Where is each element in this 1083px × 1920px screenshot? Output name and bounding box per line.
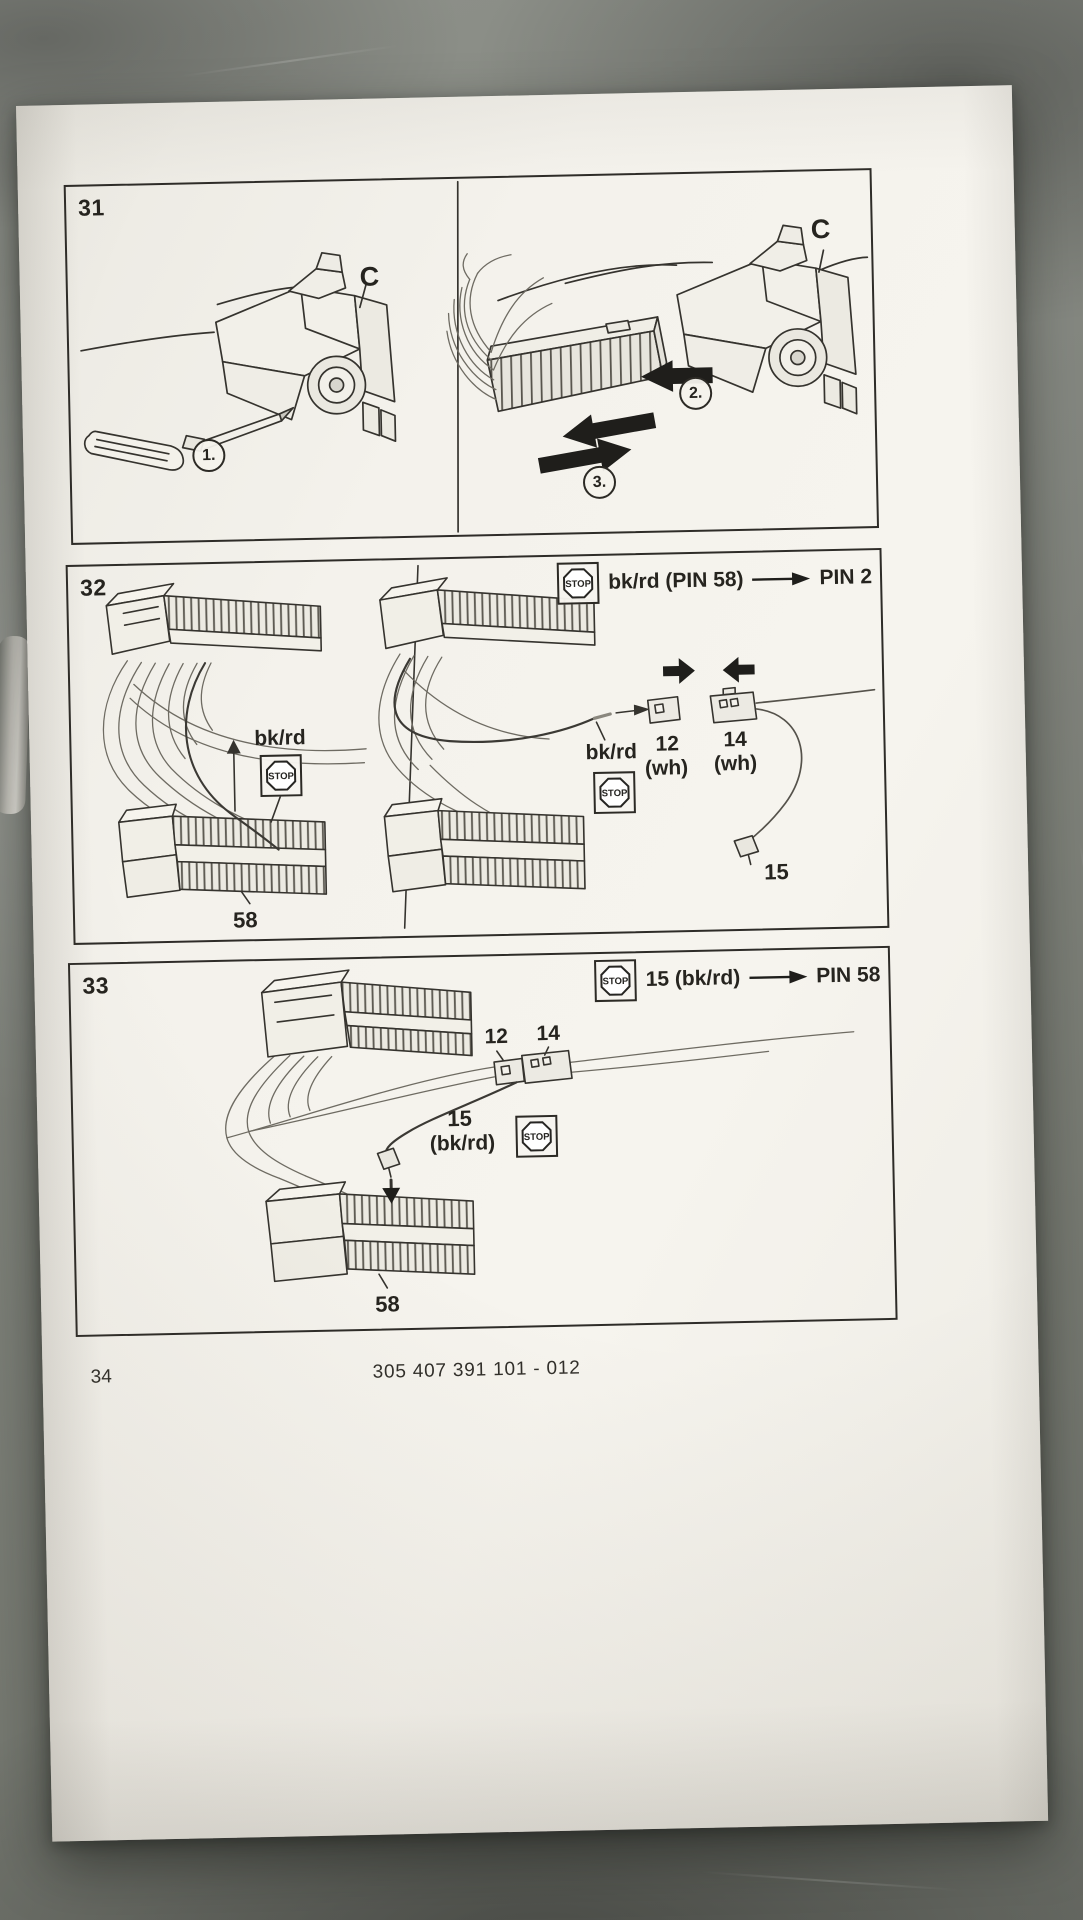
mate-arrow-right [662, 658, 695, 684]
figure-31-drawing [80, 180, 869, 533]
manual-page: 31 C C 1. 2. 3. [16, 85, 1049, 1842]
figure-31-panel: 31 C C 1. 2. 3. [63, 168, 880, 545]
figure-32-drawing [102, 564, 876, 929]
stop-text: STOP [268, 771, 295, 783]
figure-33-panel: 33 STOP 15 (bk/rd) PIN 58 12 14 15 (bk/r… [67, 945, 898, 1338]
stop-icon: STOP [593, 771, 636, 815]
connector-bottom-left [118, 803, 328, 899]
wire-to-edge [755, 688, 876, 704]
stop-octagon [265, 760, 297, 791]
label-c-leader-left [358, 282, 368, 309]
stop-icon: STOP [556, 561, 600, 605]
cable-lines-right [497, 256, 869, 302]
wire-15-label: 15 [447, 1105, 473, 1132]
pin-58-label: 58 [374, 1291, 400, 1317]
terminal-14-label: 14 [536, 1021, 561, 1046]
figure-number: 32 [79, 574, 107, 601]
relay-socket-housing-right [676, 224, 858, 415]
terminal-14 [709, 686, 758, 724]
arrow-right-icon [749, 970, 808, 984]
label-c-leader-right [818, 249, 825, 273]
wire-bkrd-left [184, 662, 280, 851]
label-14-leader [543, 1046, 550, 1056]
header-target-label: PIN 58 [815, 963, 881, 988]
insert-arrow [615, 704, 650, 716]
stop-icon: STOP [259, 754, 303, 798]
plug-wires [446, 253, 553, 401]
connector-bottom-right [383, 797, 586, 893]
connector-top [260, 969, 473, 1058]
connector-c-label-left: C [359, 261, 380, 292]
stop-text: STOP [602, 788, 629, 800]
label-12-leader [496, 1050, 504, 1061]
stop-octagon [563, 568, 594, 599]
wire-bundle [225, 1031, 855, 1217]
stop-octagon [521, 1121, 552, 1152]
push-pull-arrow-upper [562, 412, 657, 448]
terminal-15 [376, 1147, 401, 1178]
wire-tip [592, 712, 612, 720]
insert-down-arrow [382, 1178, 401, 1204]
figure-number: 31 [77, 194, 106, 221]
connector-pair-12-14 [493, 1049, 573, 1086]
push-pull-arrow-lower [537, 438, 632, 474]
connector-c-label-right: C [810, 213, 831, 245]
terminal-12-color: (wh) [644, 756, 689, 780]
pin58-label-leader [240, 891, 251, 905]
connector-top-left [105, 582, 323, 655]
figure-33-drawing [225, 969, 855, 1289]
stop-octagon [600, 965, 631, 996]
figure-33-header: STOP 15 (bk/rd) PIN 58 [594, 954, 881, 1003]
wire-color-label-left: bk/rd [254, 726, 306, 751]
pin58-label-leader [378, 1273, 389, 1289]
divider-line [456, 180, 459, 533]
header-target-label: PIN 2 [819, 565, 873, 590]
stop-text: STOP [603, 976, 630, 988]
header-wire-label: bk/rd (PIN 58) [607, 567, 744, 594]
header-wire-label: 15 (bk/rd) [645, 966, 741, 992]
wire-bkrd-right [393, 657, 596, 744]
screwdriver [83, 406, 295, 471]
figure-32-panel: 32 STOP bk/rd (PIN 58) PIN 2 bk/rd STOP … [65, 547, 890, 945]
harness-plug [486, 316, 668, 413]
stop-octagon [599, 777, 630, 808]
connector-top-right [379, 577, 596, 650]
terminal-12-label: 12 [484, 1024, 509, 1049]
wire-15-bkrd [384, 1081, 518, 1157]
wire-to-15 [745, 708, 803, 844]
terminal-15 [733, 834, 760, 866]
bkrd-label-leader [595, 721, 606, 741]
terminal-14-label: 14 [723, 727, 748, 752]
terminal-14-color: (wh) [713, 751, 758, 776]
remove-arrow [640, 360, 713, 392]
stop-icon: STOP [594, 959, 638, 1003]
stop-text: STOP [565, 579, 592, 591]
connector-bottom [265, 1181, 476, 1283]
stop-icon: STOP [515, 1114, 559, 1158]
figure-32-header: STOP bk/rd (PIN 58) PIN 2 [556, 556, 873, 605]
document-code: 305 407 391 101 - 012 [372, 1357, 581, 1383]
terminal-12-label: 12 [655, 732, 680, 756]
stop-leader-left [270, 795, 282, 823]
stop-text: STOP [524, 1132, 551, 1144]
mate-arrow-left [722, 656, 755, 683]
arrow-right-icon [752, 572, 811, 586]
relay-socket-housing-left [214, 251, 397, 443]
figure-number: 33 [82, 972, 110, 999]
page-number: 34 [90, 1366, 112, 1388]
wire-color-label-right: bk/rd [585, 740, 638, 765]
pin58-up-arrow [226, 739, 241, 812]
terminal-15-label: 15 [763, 858, 789, 885]
terminal-12 [646, 695, 681, 724]
pin-58-label: 58 [232, 907, 258, 933]
wire-15-color: (bk/rd) [429, 1131, 496, 1156]
